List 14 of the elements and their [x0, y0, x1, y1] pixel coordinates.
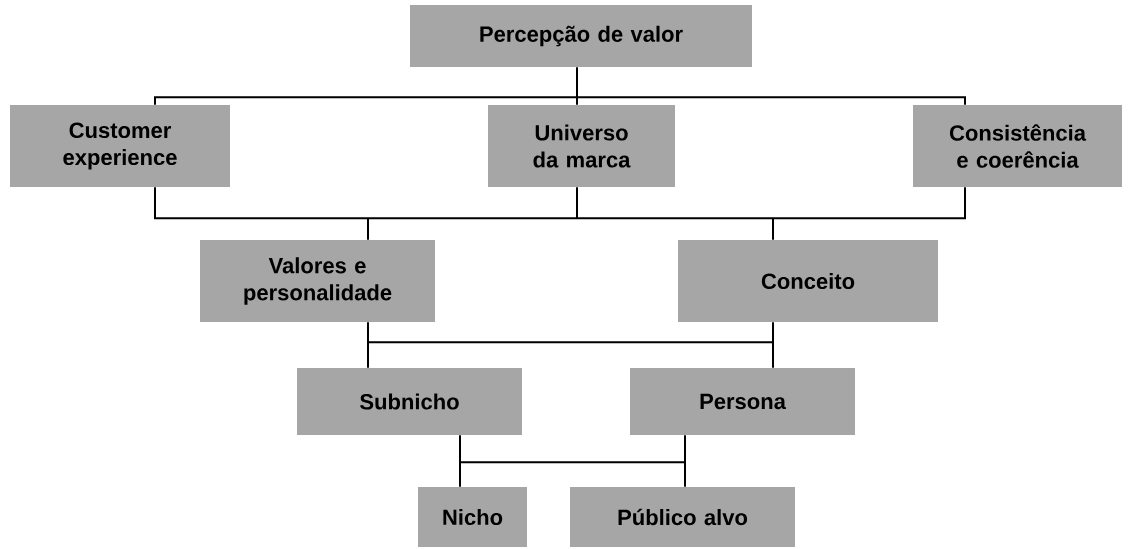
- process-box: Percepção de valor: [410, 5, 752, 67]
- process-box: Valores e personalidade: [200, 240, 435, 322]
- connector-line: [367, 321, 774, 369]
- process-box: Consistência e coerência: [913, 105, 1122, 187]
- process-box: Persona: [630, 368, 855, 435]
- process-box: Subnicho: [297, 368, 522, 435]
- connector-line: [154, 66, 966, 106]
- process-box: Universo da marca: [488, 105, 675, 187]
- connector-line: [459, 434, 686, 488]
- connector-line: [154, 186, 966, 241]
- process-box: Nicho: [418, 487, 527, 547]
- process-box: Conceito: [678, 240, 938, 322]
- process-box: Customer experience: [10, 105, 230, 187]
- process-box: Público alvo: [570, 487, 795, 547]
